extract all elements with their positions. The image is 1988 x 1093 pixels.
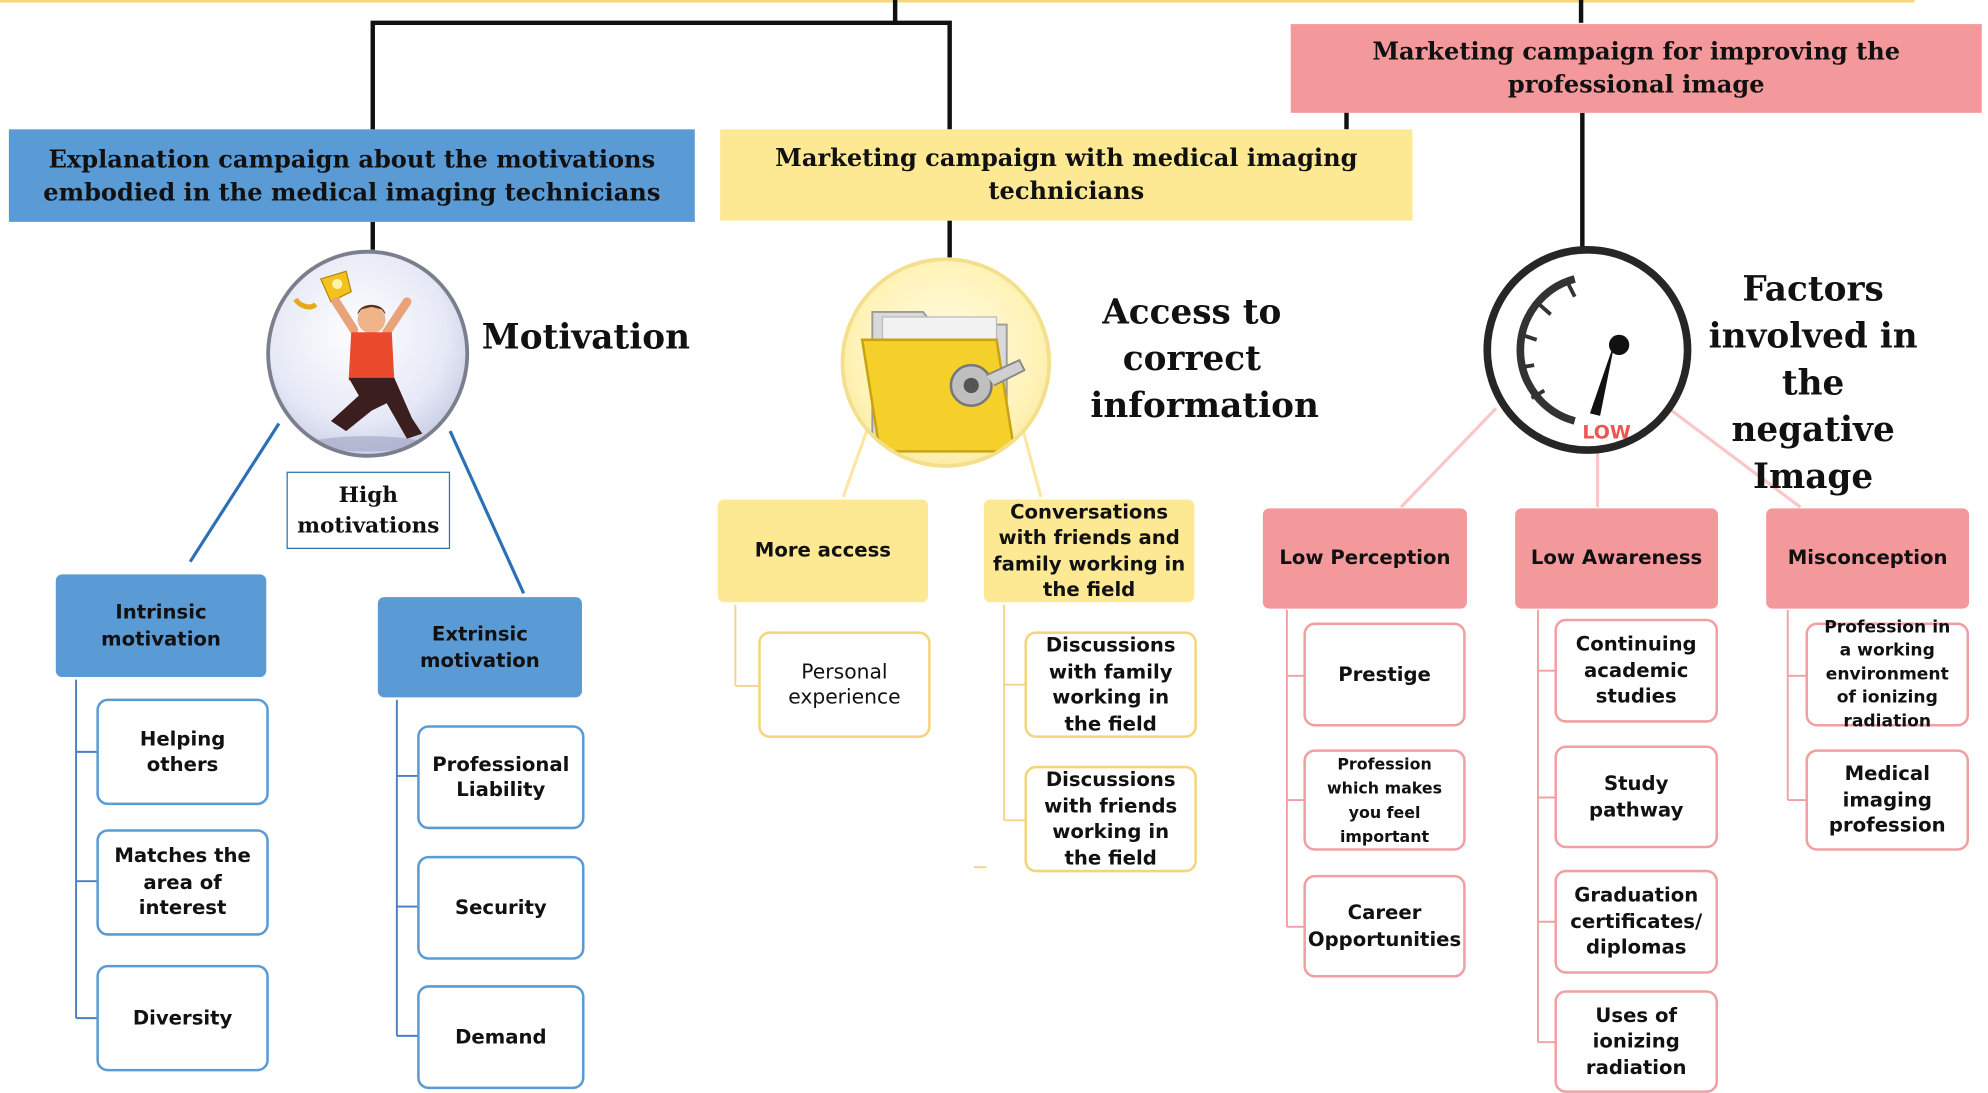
- intrinsic-item: Diversity: [96, 964, 269, 1072]
- access-lines: [841, 425, 1043, 498]
- category-low-awareness: Low Awareness: [1515, 508, 1719, 609]
- intrinsic-item: Matches the area of interest: [96, 829, 269, 936]
- header-left: Explanation campaign about the motivatio…: [8, 129, 695, 222]
- high-motivations-label: High motivations: [286, 471, 451, 550]
- motivation-lines: [188, 422, 526, 595]
- extrinsic-item: Security: [417, 855, 585, 960]
- low-awareness-item: Uses of ionizing radiation: [1554, 990, 1719, 1093]
- motivation-bracket-lines: [75, 679, 420, 1037]
- category-conversations: Conversations with friends and family wo…: [983, 499, 1195, 603]
- title-motivation: Motivation: [481, 318, 690, 358]
- top-tree-lines: [370, 0, 1585, 258]
- low-perception-item: Profession which makes you feel importan…: [1303, 749, 1466, 851]
- extrinsic-item: Demand: [417, 985, 585, 1090]
- conversations-item: Discussions with family working in the f…: [1024, 631, 1197, 738]
- intrinsic-item: Helping others: [96, 698, 269, 806]
- category-extrinsic-motivation: Extrinsic motivation: [377, 597, 582, 698]
- low-awareness-item: Study pathway: [1554, 745, 1719, 849]
- trophy-person-icon: [266, 249, 470, 458]
- low-awareness-item: Graduation certificates/ diplomas: [1554, 869, 1719, 974]
- access-bracket-lines: [734, 604, 1027, 869]
- low-awareness-item: Continuing academic studies: [1554, 618, 1719, 723]
- category-misconception: Misconception: [1766, 508, 1970, 609]
- header-middle: Marketing campaign with medical imaging …: [720, 129, 1413, 221]
- header-right: Marketing campaign for improving the pro…: [1290, 24, 1982, 113]
- misconception-item: Medical imaging profession: [1805, 749, 1970, 851]
- low-gauge-icon: LOW: [1483, 245, 1692, 454]
- factors-bracket-lines: [1285, 609, 1809, 1044]
- conversations-item: Discussions with friends working in the …: [1024, 765, 1197, 873]
- title-access: Access to correct information: [1090, 292, 1319, 427]
- category-low-perception: Low Perception: [1262, 508, 1467, 609]
- misconception-item: Profession in a working environment of i…: [1805, 617, 1970, 731]
- low-perception-item: Career Opportunities: [1303, 874, 1466, 978]
- gauge-low-text: LOW: [1582, 422, 1631, 444]
- category-more-access: More access: [717, 499, 929, 603]
- factors-lines: [1399, 406, 1802, 509]
- extrinsic-item: Professional Liability: [417, 725, 585, 830]
- category-intrinsic-motivation: Intrinsic motivation: [55, 574, 267, 678]
- locked-folder-icon: [840, 257, 1052, 468]
- title-factors: Factors involved in the negative Image: [1708, 270, 1918, 498]
- low-perception-item: Prestige: [1303, 622, 1466, 727]
- more-access-item: Personal experience: [758, 631, 931, 738]
